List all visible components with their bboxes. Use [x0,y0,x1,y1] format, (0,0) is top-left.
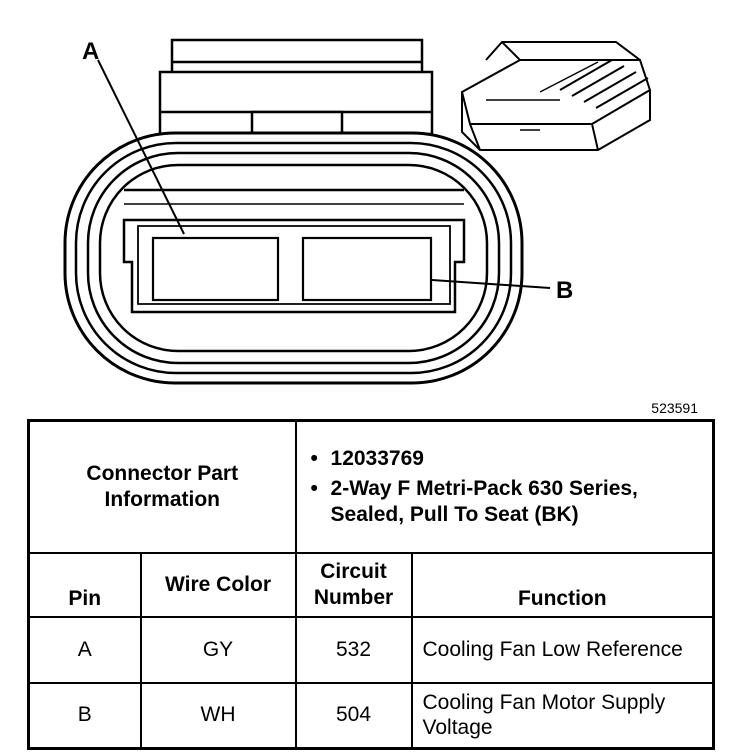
callout-a: A [82,38,100,65]
connector-cavity [122,188,466,314]
part-info-label: Connector Part Information [27,419,297,554]
callout-a-leader [97,59,185,235]
row-pin: A [27,615,142,684]
row-wire-color: WH [139,681,297,750]
header-wire-color: Wire Color [139,551,297,618]
part-description: 2-Way F Metri-Pack 630 Series, Sealed, P… [303,476,707,527]
part-info-row: Connector Part Information 12033769 2-Wa… [27,419,715,554]
callout-b-leader [431,279,551,289]
header-function: Function [410,551,715,618]
terminal-b [301,236,433,302]
row-pin: B [27,681,142,750]
connector-housing [63,131,524,385]
figure-number: 523591 [651,400,698,416]
table-row: B WH 504 Cooling Fan Motor Supply Voltag… [27,681,715,750]
callout-b: B [556,277,574,304]
row-wire-color: GY [139,615,297,684]
connector-3d-view [460,41,652,151]
row-circuit: 532 [294,615,413,684]
row-function: Cooling Fan Low Reference [410,615,715,684]
connector-diagram [63,38,652,385]
terminal-a [151,236,280,302]
header-pin: Pin [27,551,142,618]
column-header-row: Pin Wire Color Circuit Number Function [27,551,715,618]
part-number: 12033769 [303,446,707,472]
part-info-details: 12033769 2-Way F Metri-Pack 630 Series, … [294,419,715,554]
row-circuit: 504 [294,681,413,750]
connector-latch [158,38,434,138]
part-info-list: 12033769 2-Way F Metri-Pack 630 Series, … [303,446,707,527]
header-circuit-number: Circuit Number [294,551,413,618]
row-function: Cooling Fan Motor Supply Voltage [410,681,715,750]
table-row: A GY 532 Cooling Fan Low Reference [27,615,715,684]
connector-info-table: Connector Part Information 12033769 2-Wa… [27,419,716,750]
